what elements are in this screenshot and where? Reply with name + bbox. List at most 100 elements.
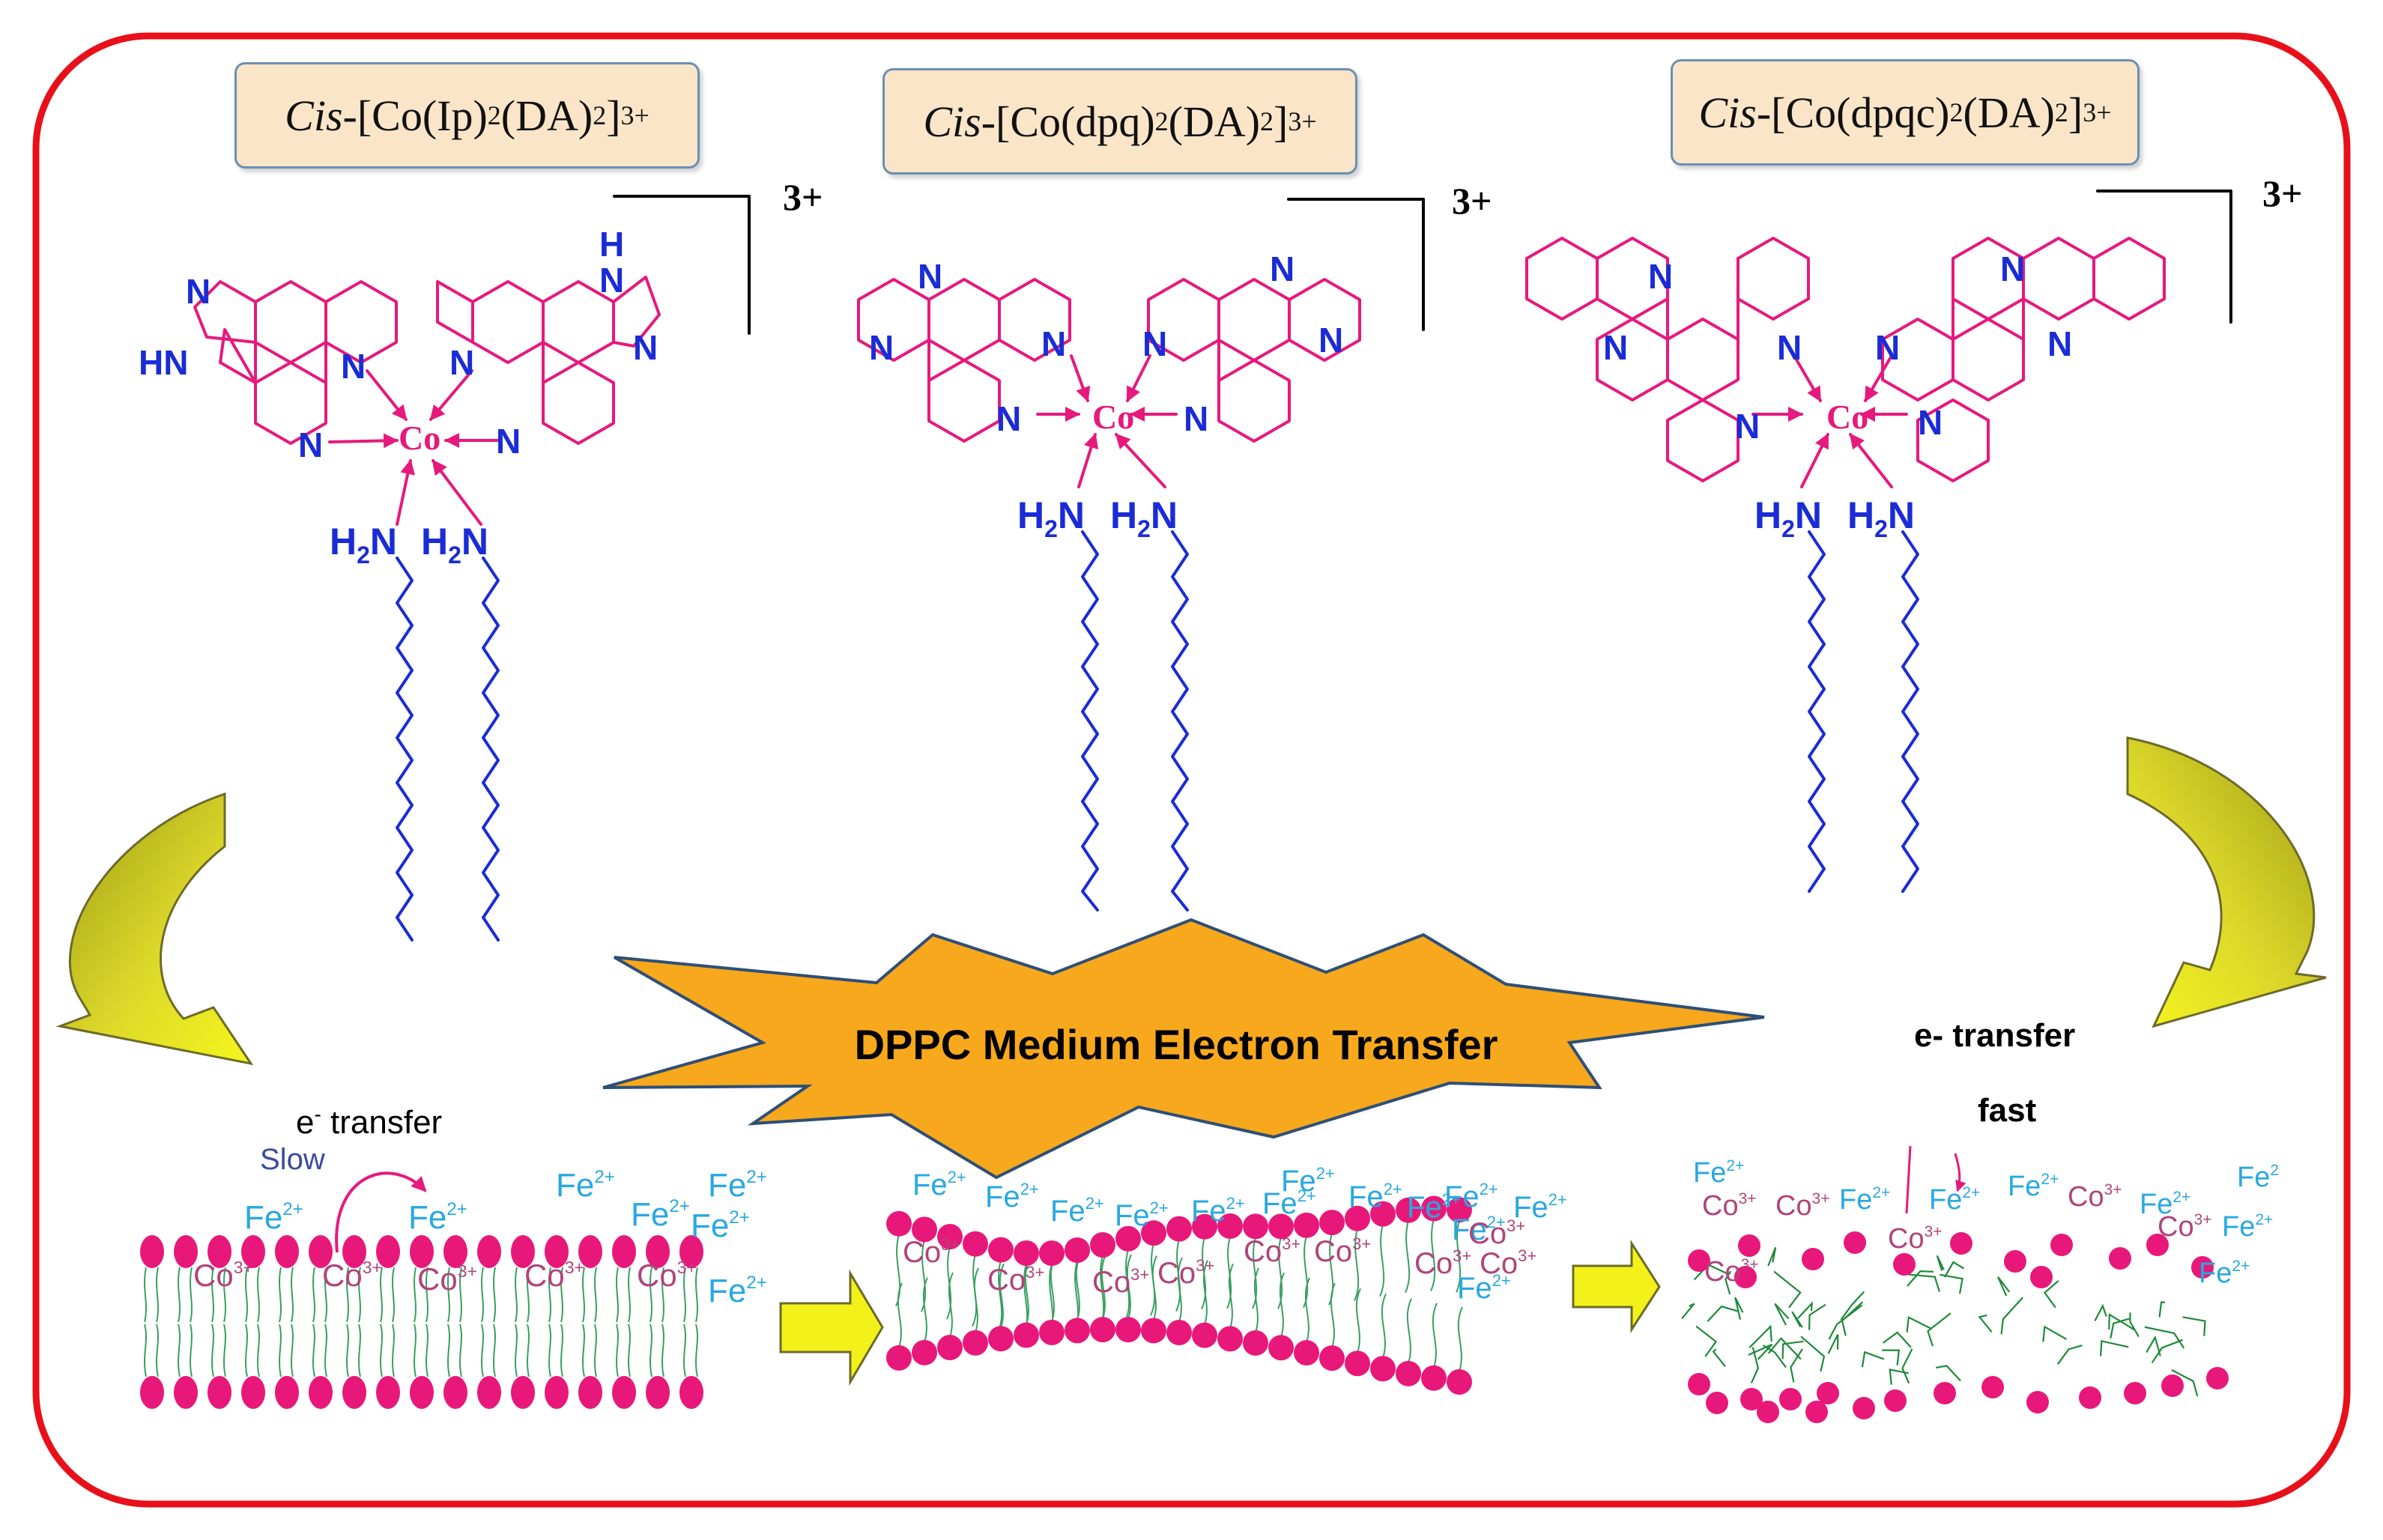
lipid-tail [650,1267,664,1323]
lipid-head [578,1376,602,1409]
atom-n: N [496,422,521,461]
lipid-head [2161,1374,2184,1397]
atom-n: N [449,343,474,382]
membrane-bilayer-right [1681,1231,2229,1423]
lipid-head [241,1376,265,1409]
fe-ion-label: Fe2+ [1513,1190,1567,1224]
lipid-head [376,1376,400,1409]
lipid-tail [1800,1336,1826,1372]
lipid-head [2206,1367,2229,1389]
atom-n: N [1735,407,1760,446]
lipid-head [1688,1373,1710,1395]
lipid-tail [2151,1339,2184,1364]
lipid-head [1447,1368,1472,1395]
lipid-tail [683,1267,698,1323]
lipid-tail [1889,1368,1909,1385]
lipid-tail [1906,1316,1933,1333]
co-ion-label: Co3+ [1414,1246,1471,1280]
lipid-head [2109,1247,2131,1270]
atom-n: N [1603,328,1628,367]
lipid-tail [1791,1311,1803,1328]
atom-n: N [918,257,942,296]
co-ion-label: Co3+ [1092,1265,1149,1299]
lipid-tail [548,1324,563,1377]
lipid-tail [1126,1254,1132,1320]
lipid-tail [1748,1343,1773,1360]
alkyl-chain [396,557,414,942]
lipid-tail [1774,1303,1790,1326]
lipid-tail [515,1324,530,1377]
membrane-bilayer-middle [886,1195,1472,1395]
lipid-tail [1906,1273,1940,1292]
lipid-head [1345,1350,1370,1377]
lipid-head [1421,1365,1447,1391]
lipid-tail [1773,1270,1802,1309]
lipid-tail [1827,1334,1839,1354]
lipid-head [646,1235,670,1268]
lipid-head [1090,1231,1115,1258]
amine-label: H2N [421,521,488,569]
lipid-head [1294,1340,1319,1366]
left-speed-label: Slow [260,1143,325,1176]
atom-n: N [341,347,366,386]
lipid-tail [1901,1348,1913,1384]
lipid-head [1853,1397,1875,1419]
fe-ion-label: Fe2+ [1444,1180,1498,1213]
lipid-head [1779,1388,1802,1410]
lipid-tail [312,1324,327,1377]
lipid-tail [2043,1279,2059,1309]
amine-label: H2N [1017,494,1085,542]
fe-ion-label: Fe2+ [1929,1184,1980,1216]
lipid-head [937,1223,963,1249]
lipid-tail [515,1267,530,1323]
complex-label-dpq: Cis-[Co(dpq)2(DA)2] 3+ [882,68,1357,175]
lipid-tail [683,1324,698,1377]
co-ion-label: Co3+ [322,1258,382,1293]
lipid-tail [414,1267,429,1323]
lipid-head [646,1376,670,1409]
lipid-tail [548,1267,563,1323]
lipid-tail [1883,1331,1912,1348]
lipid-tail [948,1272,954,1338]
lipid-head [477,1376,501,1409]
lipid-head [1734,1266,1757,1288]
atom-n: N [1918,403,1943,442]
complex-charge: 3+ [2262,172,2303,214]
atom-n: N [1270,249,1295,288]
lipid-head [1981,1376,2004,1398]
co-ion-label: Co3+ [524,1258,584,1293]
lipid-head [886,1345,912,1371]
lipid-tail [144,1267,159,1323]
lipid-tail [1681,1303,1695,1320]
lipid-head [578,1235,602,1268]
atom-n: N [1318,321,1343,360]
lipid-head [2079,1386,2101,1409]
lipid-tail [312,1267,327,1323]
lipid-tail [1304,1277,1310,1343]
lipid-head [1447,1197,1472,1223]
atom-n: N [298,425,323,464]
block-arrow-2 [1572,1239,1661,1334]
lipid-tail [2144,1326,2185,1349]
alkyl-chain [1171,530,1189,912]
lipid-tail [616,1267,631,1323]
lipid-tail [650,1324,664,1377]
lipid-tail [2110,1318,2130,1339]
lipid-tail [1762,1345,1787,1368]
complex-charge: 3+ [1452,180,1492,222]
lipid-head [1421,1195,1447,1222]
lipid-head [1268,1335,1294,1361]
lipid-tail [922,1277,928,1343]
lipid-head [1738,1234,1760,1257]
fe-ion-label: Fe2+ [1115,1198,1169,1232]
lipid-tail [582,1267,597,1323]
lipid-head [2004,1250,2026,1273]
lipid-head [545,1376,569,1409]
fe-ion-label: Fe2+ [2008,1171,2059,1202]
lipid-head [963,1231,988,1257]
lipid-tail [211,1324,226,1377]
lipid-tail [1707,1305,1739,1322]
atom-n: N [1041,324,1066,363]
lipid-head [309,1376,333,1409]
lipid-tail [1456,1219,1462,1293]
